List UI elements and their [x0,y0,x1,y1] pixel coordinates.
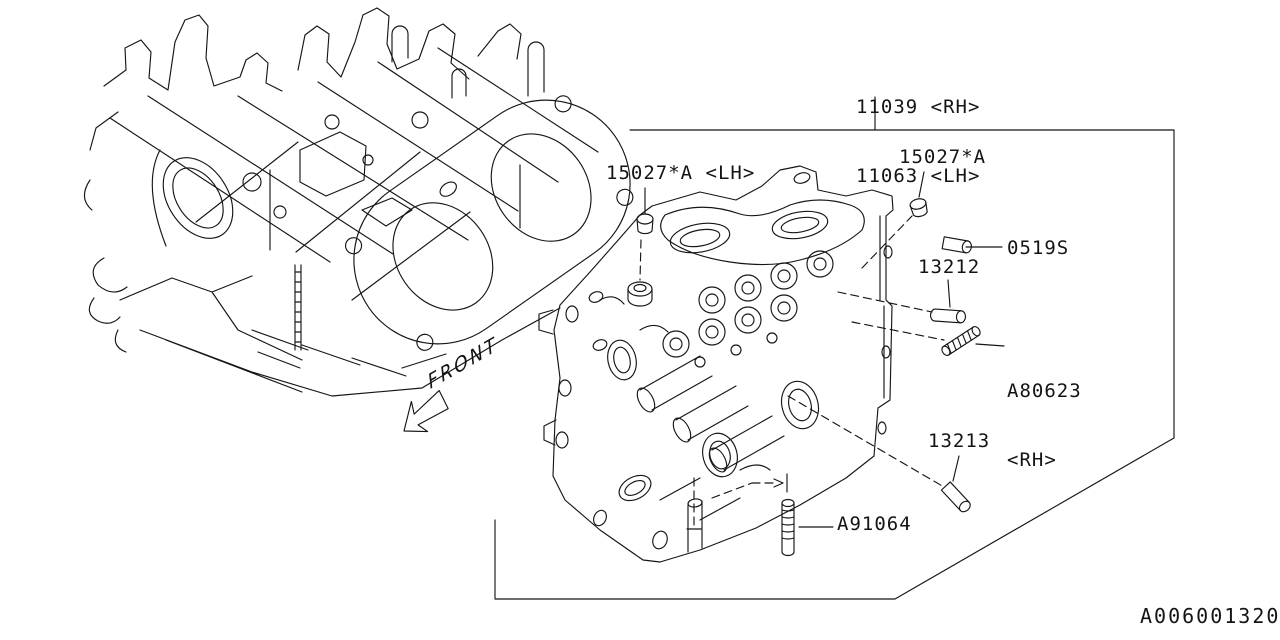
callout-13213: 13213 [928,430,991,452]
hidden-leader-lines [639,215,945,530]
callout-a91064: A91064 [837,513,912,535]
diagram-code: A006001320 [1140,604,1280,628]
callout-0519s: 0519S [1007,237,1070,259]
stud-a91064-glyph [781,498,795,557]
valve-bosses [662,250,834,368]
leader-lines [644,171,1005,528]
callout-13212: 13212 [918,256,981,278]
stud-a80623-glyph [941,326,981,356]
head-gasket-drawing [344,95,634,351]
callout-a80623-line1: A80623 [1007,380,1082,402]
callout-a80623: A80623 <RH> [1007,334,1082,518]
callout-head-line1: 11039 <RH> [856,96,981,118]
callout-a80623-line2: <RH> [1007,449,1057,471]
plug-15027a-rh-glyph [909,198,928,218]
pin-0519s-glyph [941,236,972,254]
pin-13213-glyph [940,481,971,513]
callout-plug-rh: 15027*A [899,146,987,168]
callout-bracket [494,96,1175,600]
callout-plug-lh: 15027*A <LH> [606,162,756,184]
callout-head-line2: 11063 <LH> [856,165,981,187]
plug-15027a-lh-glyph [636,213,654,235]
cylinder-head-drawing [538,165,894,563]
pin-13212-glyph [929,308,967,324]
engine-block-drawing [83,7,599,397]
callout-head-numbers: 11039 <RH> 11063 <LH> [856,50,980,234]
front-arrow-icon [403,389,449,433]
